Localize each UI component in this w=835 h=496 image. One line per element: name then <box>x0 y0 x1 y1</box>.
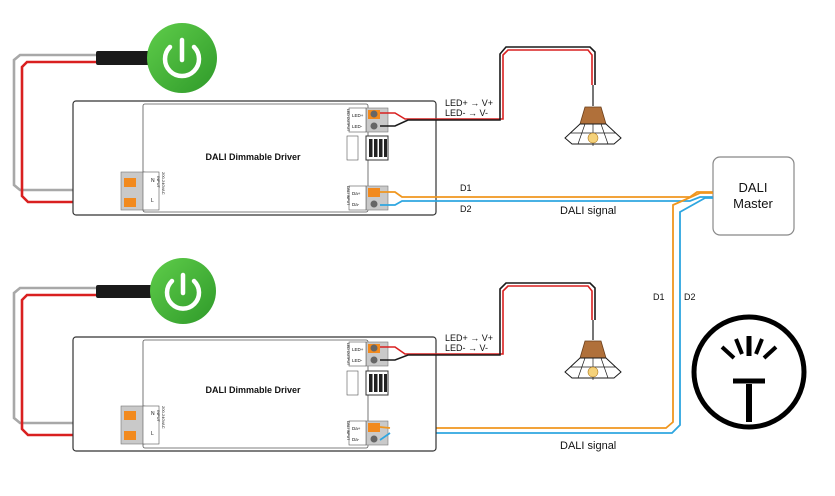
led-minus-line-bottom: LED- → V- <box>445 343 488 353</box>
led-wires-bottom <box>380 282 596 361</box>
pendant-lamp-icon <box>564 85 622 146</box>
driver-bottom-ac-label: 200-240VAC <box>161 406 166 429</box>
driver-bottom-led-plus: LED+ <box>352 347 364 352</box>
dali-signal-top: DALI signal <box>560 205 616 217</box>
dali-master-line1: DALI <box>739 180 768 195</box>
driver-bottom-led-label: LED OUTPUT <box>346 343 350 366</box>
dali-wires-top <box>380 191 713 206</box>
pendant-lamp-icon-bottom <box>564 320 622 380</box>
d2-label-bus: D2 <box>684 292 696 302</box>
dali-vertical-bus <box>390 192 713 434</box>
driver-top-ac-label2: INPUT <box>156 176 161 189</box>
driver-top-da-plus: Da+ <box>352 191 361 196</box>
d2-label-top: D2 <box>460 204 472 214</box>
power-button-icon-bottom[interactable] <box>150 258 216 324</box>
driver-bottom <box>72 336 437 452</box>
driver-top-ac-l: L <box>151 198 154 204</box>
driver-bottom-ac-label2: INPUT <box>156 410 161 423</box>
driver-top-led-minus: LED- <box>352 124 363 129</box>
dali-master-box[interactable] <box>712 156 795 236</box>
driver-bottom-title: DALI Dimmable Driver <box>205 385 301 395</box>
driver-top-da-minus: Da- <box>352 202 360 207</box>
led-plus-line-top: LED+ → V+ <box>445 98 493 108</box>
d1-label-top: D1 <box>460 183 472 193</box>
driver-top <box>72 100 437 216</box>
d1-label-bus: D1 <box>653 292 665 302</box>
driver-bottom-da-minus: Da- <box>352 437 360 442</box>
led-wires-top <box>380 46 596 127</box>
driver-bottom-dali-label: DALI INPUT <box>346 421 350 441</box>
driver-bottom-da-plus: Da+ <box>352 426 361 431</box>
dali-wires-bottom-stubs <box>379 426 391 441</box>
driver-top-led-plus: LED+ <box>352 113 364 118</box>
driver-bottom-ac-n: N <box>151 411 155 417</box>
dali-master-line2: Master <box>733 196 773 211</box>
led-minus-line-top: LED- → V- <box>445 108 488 118</box>
driver-bottom-led-minus: LED- <box>352 358 363 363</box>
dali-logo-icon <box>691 314 807 430</box>
led-plus-line-bottom: LED+ → V+ <box>445 333 493 343</box>
driver-bottom-ac-l: L <box>151 431 154 437</box>
driver-top-title: DALI Dimmable Driver <box>205 152 301 162</box>
driver-top-ac-n: N <box>151 178 155 184</box>
power-button-icon[interactable] <box>147 23 217 93</box>
dali-signal-bottom: DALI signal <box>560 440 616 452</box>
driver-top-dali-label: DALI INPUT <box>346 186 350 206</box>
driver-top-ac-label: 200-240VAC <box>161 172 166 195</box>
driver-top-led-label: LED OUTPUT <box>346 109 350 132</box>
